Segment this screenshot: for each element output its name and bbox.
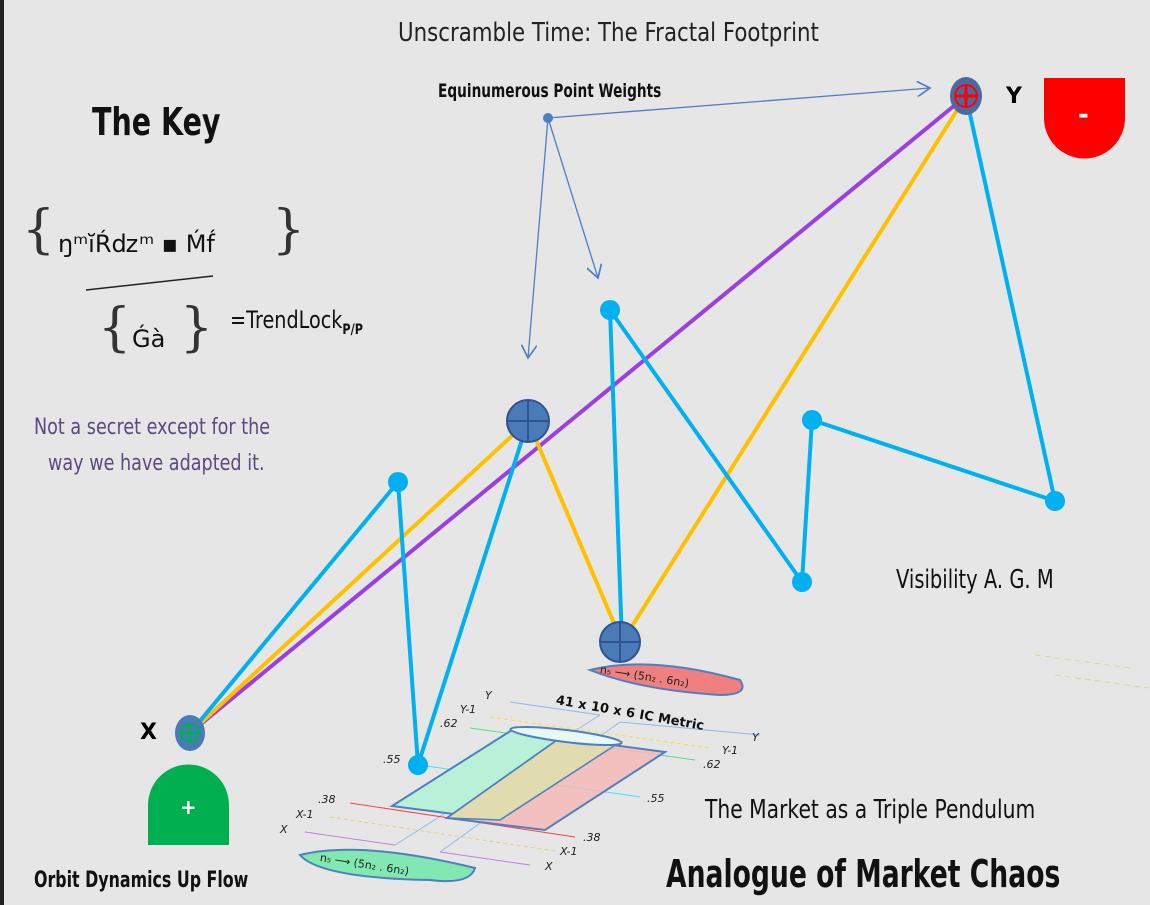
plus-label: + xyxy=(180,795,197,819)
trendlock-subscript: P/P xyxy=(342,321,363,338)
axis-label: X xyxy=(545,860,553,873)
brace-left: { xyxy=(22,200,56,260)
left-border xyxy=(0,0,4,905)
key-heading: The Key xyxy=(92,100,221,144)
brace-right: } xyxy=(272,200,306,260)
axis-label: .38 xyxy=(583,831,601,844)
brace-left-2: { xyxy=(98,298,132,358)
crosshair-node-low xyxy=(599,621,641,663)
fraction-line xyxy=(85,275,214,291)
plus-shape xyxy=(148,764,229,845)
orbit-label: Orbit Dynamics Up Flow xyxy=(34,868,249,893)
pendulum-cylinder xyxy=(298,663,761,883)
crosshair-node-mid xyxy=(506,399,550,443)
axis-label: .62 xyxy=(703,758,721,771)
chaos-lines xyxy=(188,94,1058,766)
axis-label: Y xyxy=(752,731,759,744)
faint-dashes xyxy=(1034,654,1149,689)
weights-dot xyxy=(543,113,553,123)
pendulum-points xyxy=(388,300,1065,775)
trendlock-text: =TrendLock xyxy=(230,306,343,334)
axis-label: .38 xyxy=(318,793,336,806)
minus-label: - xyxy=(1078,100,1089,130)
axis-label: X-1 xyxy=(560,845,578,858)
y-node xyxy=(950,77,982,115)
weights-label: Equinumerous Point Weights xyxy=(438,80,662,102)
minus-shape xyxy=(1044,78,1125,159)
pendulum-label: The Market as a Triple Pendulum xyxy=(705,795,1036,825)
visibility-label: Visibility A. G. M xyxy=(896,565,1054,595)
axis-label: Y-1 xyxy=(722,744,739,757)
chaos-label: Analogue of Market Chaos xyxy=(666,852,1061,896)
axis-label: .62 xyxy=(440,717,458,730)
axis-label: Y-1 xyxy=(460,703,477,716)
x-node xyxy=(175,715,205,751)
note-line-1: Not a secret except for the xyxy=(34,415,271,440)
x-label: X xyxy=(140,720,157,745)
formula-denominator: Ǵà xyxy=(132,325,166,353)
trendlock-label: =TrendLockP/P xyxy=(230,306,363,338)
y-label: Y xyxy=(1006,84,1022,109)
axis-label: .55 xyxy=(383,753,401,766)
axis-label: Y xyxy=(485,689,492,702)
weight-arrows xyxy=(528,88,930,358)
brace-right-2: } xyxy=(180,298,214,358)
axis-label: X-1 xyxy=(296,808,314,821)
note-line-2: way we have adapted it. xyxy=(48,451,265,476)
axis-label: .55 xyxy=(647,792,665,805)
page-title: Unscramble Time: The Fractal Footprint xyxy=(398,18,819,48)
formula-numerator: ŋᵐĭŔǳᵐ ▪ Ḿf́ xyxy=(58,230,215,258)
axis-label: X xyxy=(280,823,288,836)
